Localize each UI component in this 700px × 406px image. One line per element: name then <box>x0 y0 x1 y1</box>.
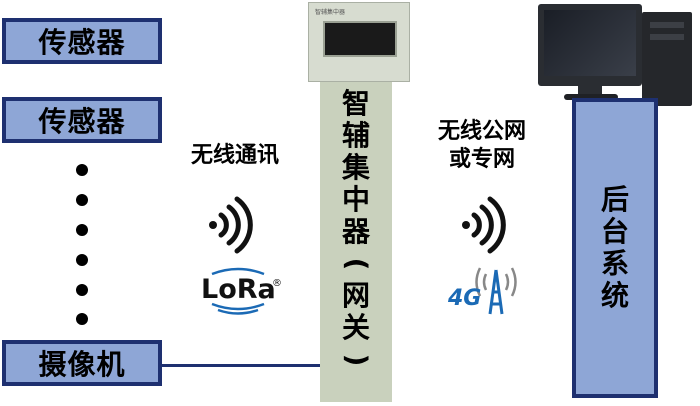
wifi-signal-icon <box>209 196 253 254</box>
gateway-char: 中 <box>341 183 370 216</box>
ellipsis-dot <box>76 254 88 266</box>
gateway-char: ) <box>339 353 373 367</box>
4g-text: 4G <box>448 286 482 311</box>
gateway-screen <box>323 21 397 57</box>
gateway-brand-text: 智辅集中器 <box>315 9 346 16</box>
backend-char: 统 <box>600 279 629 312</box>
pc-tower <box>642 12 692 106</box>
gateway-body: 智 辅 集 中 器 ( 网 关 ) <box>320 82 392 402</box>
camera-box: 摄像机 <box>2 340 162 386</box>
wireless-link-label: 无线通讯 <box>190 143 279 168</box>
sensor-label: 传感器 <box>38 105 126 138</box>
sensor-box-2: 传感器 <box>2 97 162 143</box>
sensor-box-1: 传感器 <box>2 18 162 64</box>
sensor-label: 传感器 <box>38 26 126 59</box>
gateway-char: 器 <box>341 215 370 248</box>
lora-text: LoRa <box>201 274 276 305</box>
monitor-stand <box>578 86 602 94</box>
ellipsis-dot <box>76 224 88 236</box>
network-link-label: 无线公网 或专网 <box>422 118 542 174</box>
network-label-line1: 无线公网 <box>437 119 526 144</box>
gateway-char: 网 <box>341 279 370 312</box>
wifi-signal-icon <box>462 196 506 254</box>
gateway-char: 智 <box>341 87 370 120</box>
computer-icon <box>538 2 696 106</box>
backend-char: 后 <box>600 183 629 216</box>
4g-logo: 4G <box>444 262 534 318</box>
camera-label: 摄像机 <box>38 348 126 381</box>
ellipsis-dot <box>76 313 88 325</box>
backend-char: 系 <box>600 247 629 280</box>
antenna-tower-icon <box>475 267 517 315</box>
gateway-char: ( <box>339 257 373 271</box>
ellipsis-dot <box>76 194 88 206</box>
backend-system-box: 后 台 系 统 <box>572 98 658 398</box>
monitor-base <box>564 94 618 100</box>
camera-gateway-link <box>162 364 320 367</box>
gateway-device: 智辅集中器 <box>308 2 410 82</box>
ellipsis-dot <box>76 284 88 296</box>
gateway-char: 关 <box>341 311 370 344</box>
gateway-char: 辅 <box>341 119 370 152</box>
network-label-line2: 或专网 <box>448 147 515 172</box>
gateway-char: 集 <box>341 151 370 184</box>
lora-logo: LoRa ® <box>198 267 288 316</box>
registered-mark: ® <box>272 278 282 289</box>
backend-char: 台 <box>600 215 629 248</box>
ellipsis-dot <box>76 164 88 176</box>
monitor <box>538 4 642 86</box>
